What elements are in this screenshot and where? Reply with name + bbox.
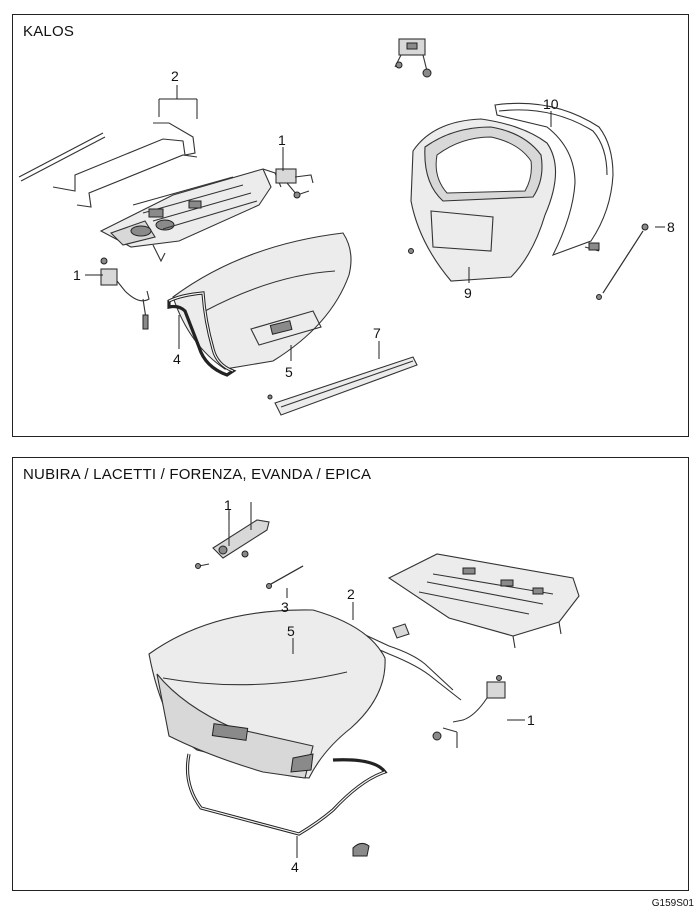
callout-3: 3 xyxy=(281,599,289,615)
nubira-exploded-diagram: 1 3 2 5 1 4 xyxy=(148,497,580,875)
weatherstrip-part-4 xyxy=(185,753,388,857)
tailgate-glass-part-10 xyxy=(494,102,614,256)
callout-4: 4 xyxy=(291,859,299,875)
tailgate-part-9 xyxy=(408,118,557,282)
nubira-lacetti-forenza-evanda-epica-panel: NUBIRA / LACETTI / FORENZA, EVANDA / EPI… xyxy=(12,457,689,891)
callout-7: 7 xyxy=(373,325,381,341)
callout-4: 4 xyxy=(173,351,181,367)
kalos-panel: KALOS xyxy=(12,14,689,437)
hinge-part-1-lower xyxy=(432,675,506,748)
rear-shelf-panel xyxy=(99,168,282,263)
rear-shelf-panel xyxy=(387,553,580,649)
callout-2: 2 xyxy=(347,586,355,602)
callout-9: 9 xyxy=(464,285,472,301)
nubira-callouts: 1 3 2 5 1 4 xyxy=(224,497,535,875)
torsion-rod-part-2 xyxy=(324,617,462,701)
trunk-lid-part-5 xyxy=(148,609,386,779)
callout-2: 2 xyxy=(171,68,179,84)
latch-actuator-assembly xyxy=(394,38,432,78)
weatherstrip-part-4 xyxy=(167,291,237,377)
callout-8: 8 xyxy=(667,219,675,235)
callout-1-upper: 1 xyxy=(224,497,232,513)
callout-10: 10 xyxy=(543,96,559,112)
panel-title-nubira: NUBIRA / LACETTI / FORENZA, EVANDA / EPI… xyxy=(23,466,372,483)
callout-1-lower: 1 xyxy=(527,712,535,728)
panel-title-kalos: KALOS xyxy=(23,23,75,40)
callout-1-upper: 1 xyxy=(278,132,286,148)
torsion-rod-part-2 xyxy=(18,122,198,208)
gas-strut-part-8 xyxy=(584,223,649,300)
trunk-lid-part-5 xyxy=(172,232,352,370)
callout-5: 5 xyxy=(287,623,295,639)
spoiler-part-7 xyxy=(267,356,418,416)
figure-code: G159S01 xyxy=(651,898,694,909)
callout-5: 5 xyxy=(285,364,293,380)
hinge-part-1-upper xyxy=(275,168,314,199)
hinge-part-1-lower xyxy=(100,257,150,330)
kalos-exploded-diagram: 2 1 1 4 5 7 10 8 9 xyxy=(18,38,675,416)
gas-strut-part-3 xyxy=(266,565,304,589)
callout-1-lower: 1 xyxy=(73,267,81,283)
kalos-callouts: 2 1 1 4 5 7 10 8 9 xyxy=(73,68,675,380)
hinge-part-1-upper xyxy=(195,502,270,569)
